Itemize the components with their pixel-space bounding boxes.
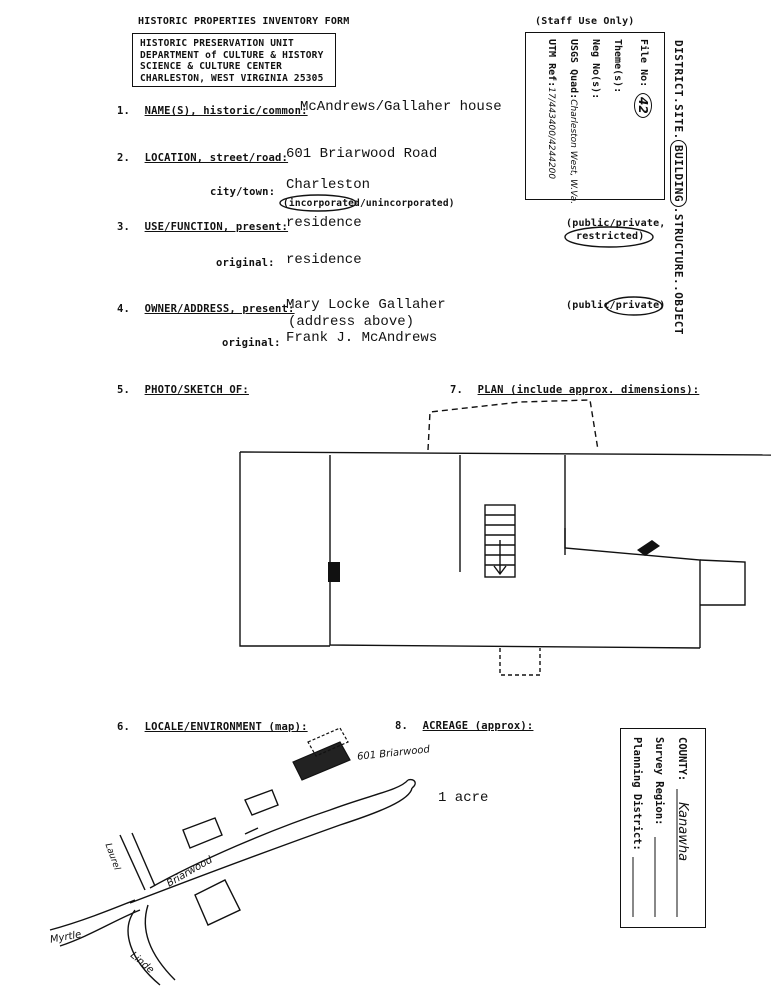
use-options-1: (public/private, — [566, 218, 666, 229]
county-box-lines — [632, 789, 678, 917]
acreage-value: 1 acre — [438, 790, 489, 806]
neg-label: Neg No(s): — [590, 39, 601, 100]
staff-use-box: File No: 42 Theme(s): Neg No(s): USGS Qu… — [525, 32, 665, 204]
utm-value: 17/443400/4244200 — [546, 87, 556, 180]
category-district: DISTRICT — [672, 40, 685, 97]
file-no-field: File No: 42 — [634, 39, 652, 118]
agency-line-1: HISTORIC PRESERVATION UNIT — [140, 38, 294, 49]
file-no-value: 42 — [634, 93, 652, 118]
category-object: OBJECT — [672, 292, 685, 335]
staff-use-label: (Staff Use Only) — [535, 16, 635, 27]
incorporated-circle — [279, 194, 357, 212]
photo-section-label: 5. PHOTO/SKETCH OF: — [117, 384, 249, 396]
county-field: COUNTY: Kanawha — [675, 737, 690, 861]
use-original-label: original: — [216, 257, 275, 269]
owner-original-value: Frank J. McAndrews — [286, 330, 438, 346]
restricted-circle — [564, 226, 654, 248]
locale-section-label: 6. LOCALE/ENVIRONMENT (map): — [117, 721, 308, 733]
location-field-label: 2. LOCATION, street/road: — [117, 152, 289, 164]
name-field-label: 1. NAME(S), historic/common: — [117, 105, 308, 117]
agency-box: HISTORIC PRESERVATION UNIT DEPARTMENT of… — [132, 33, 336, 87]
survey-region-label: Survey Region: — [653, 737, 665, 826]
county-box: COUNTY: Kanawha Survey Region: Planning … — [620, 728, 706, 928]
agency-line-2: DEPARTMENT of CULTURE & HISTORY — [140, 49, 324, 61]
agency-line-4: CHARLESTON, WEST VIRGINIA 25305 — [140, 72, 324, 84]
owner-address-value: (address above) — [288, 314, 415, 330]
use-present-value: residence — [286, 215, 362, 231]
owner-field-label: 4. OWNER/ADDRESS, present: — [117, 303, 295, 315]
owner-present-value: Mary Locke Gallaher — [286, 297, 446, 313]
plan-section-label: 7. PLAN (include approx. dimensions): — [450, 384, 700, 396]
acreage-section-label: 8. ACREAGE (approx): — [395, 720, 534, 732]
location-value: 601 Briarwood Road — [286, 146, 438, 162]
usgs-field: USGS Quad:Charleston West, W.Va. — [568, 39, 579, 205]
use-original-value: residence — [286, 252, 362, 268]
private-circle — [605, 296, 663, 316]
use-options-2: restricted) — [576, 231, 645, 242]
city-options: (incorporated/unincorporated) — [283, 198, 455, 209]
category-structure: STRUCTURE — [672, 213, 685, 278]
theme-label: Theme(s): — [612, 39, 623, 94]
city-value: Charleston — [286, 177, 371, 193]
category-building-circled: BUILDING — [670, 139, 687, 207]
owner-original-label: original: — [222, 337, 281, 349]
form-title: HISTORIC PROPERTIES INVENTORY FORM — [138, 16, 350, 27]
category-site: SITE — [672, 104, 685, 133]
planning-district-label: Planning District: — [631, 737, 643, 851]
category-strip: DISTRICT.SITE.BUILDING.STRUCTURE..OBJECT — [670, 40, 687, 335]
owner-options: (public/private) — [566, 300, 666, 311]
city-label: city/town: — [210, 186, 276, 198]
utm-field: UTM Ref:17/443400/4244200 — [546, 39, 557, 180]
name-value: McAndrews/Gallaher house — [300, 99, 502, 115]
use-field-label: 3. USE/FUNCTION, present: — [117, 221, 289, 233]
county-value: Kanawha — [675, 801, 690, 861]
agency-line-3: SCIENCE & CULTURE CENTER — [140, 61, 283, 72]
usgs-value: Charleston West, W.Va. — [568, 99, 578, 205]
